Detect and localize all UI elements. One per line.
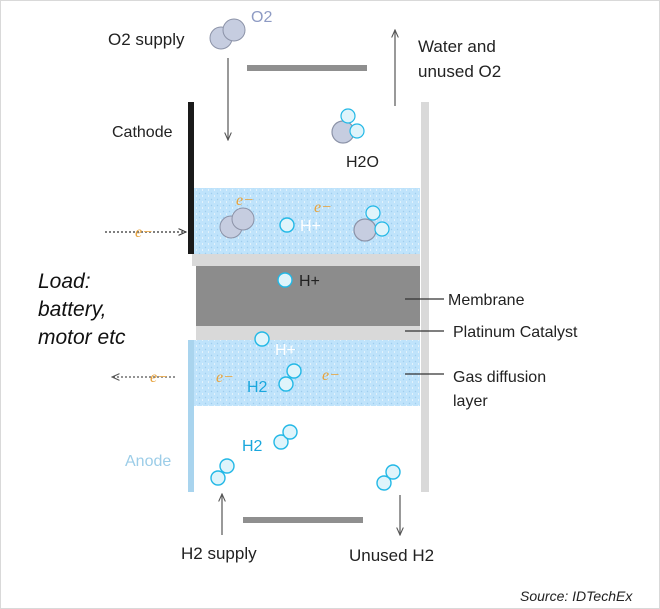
h2-molecule-right <box>376 464 401 491</box>
h2-supply-label: H2 supply <box>181 544 257 563</box>
water-out-label-2: unused O2 <box>418 62 501 81</box>
electron-label-out: e− <box>150 369 168 386</box>
h2-molecule-layer <box>278 363 302 392</box>
h2-label-layer: H2 <box>247 379 268 396</box>
unused-h2-label: Unused H2 <box>349 546 434 565</box>
o2-molecule-left <box>219 207 255 239</box>
electron-label-anode-left: e− <box>216 369 234 386</box>
h-plus-label-anode: H+ <box>275 342 296 359</box>
h2o-molecule-top <box>331 108 365 144</box>
cathode-catalyst-layer <box>192 254 420 266</box>
h2-label-middle: H2 <box>242 438 263 455</box>
source-label: Source: IDTechEx <box>520 588 633 604</box>
h2o-molecule-right <box>353 205 390 242</box>
anode-plate <box>188 340 194 492</box>
water-out-label-1: Water and <box>418 37 496 56</box>
electron-label-cathode-left: e− <box>236 192 254 209</box>
anode-label: Anode <box>125 453 171 470</box>
load-label-2: battery, <box>38 298 106 321</box>
h2o-label: H2O <box>346 154 379 171</box>
o2-molecule-top <box>209 18 246 50</box>
load-label-3: motor etc <box>38 326 126 349</box>
proton-anode <box>254 331 270 347</box>
electron-label-cathode-right: e− <box>314 199 332 216</box>
right-plate <box>421 102 429 492</box>
h-plus-label-membrane: H+ <box>299 273 320 290</box>
h2-molecule-middle <box>273 424 298 450</box>
load-label-1: Load: <box>38 270 91 293</box>
electron-label-anode-right: e− <box>322 367 340 384</box>
cathode-plate <box>188 102 194 254</box>
h-plus-label-cathode: H+ <box>300 218 321 235</box>
cathode-label: Cathode <box>112 124 173 141</box>
platinum-catalyst-label: Platinum Catalyst <box>453 324 578 341</box>
bottom-channel-bar <box>243 517 363 523</box>
gas-diffusion-label-1: Gas diffusion <box>453 369 546 386</box>
proton-membrane <box>277 272 293 288</box>
anode-catalyst-layer <box>196 326 420 340</box>
anode-gas-diffusion-layer <box>192 340 420 406</box>
membrane-layer <box>196 266 420 326</box>
electron-label-in: e− <box>135 224 153 241</box>
top-channel-bar <box>247 65 367 71</box>
membrane-label: Membrane <box>448 292 525 309</box>
gas-diffusion-label-2: layer <box>453 393 488 410</box>
o2-molecule-label: O2 <box>251 9 272 26</box>
h2-molecule-left <box>210 458 235 486</box>
o2-supply-label: O2 supply <box>108 30 185 49</box>
proton-cathode <box>279 217 295 233</box>
